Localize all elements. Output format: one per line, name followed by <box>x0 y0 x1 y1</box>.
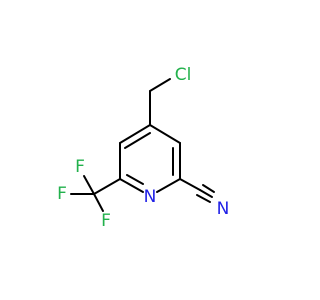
bond-cf3-fbottom <box>93 193 104 212</box>
nitrile-triple-2 <box>202 184 215 193</box>
bond-c6-cf3 <box>93 178 121 195</box>
bond-c4-c5-inner <box>124 132 151 149</box>
bond-ch2-cl <box>149 78 171 92</box>
fluorine-top-label: F <box>75 157 85 177</box>
bond-c2-n <box>156 178 181 193</box>
nitrile-triple-1 <box>199 189 213 198</box>
bond-c6-n <box>119 178 144 193</box>
chlorine-atom-label: Cl <box>175 65 192 85</box>
structure-diagram: Cl N N F F F <box>57 65 230 231</box>
nitrile-nitrogen-label: N <box>217 199 230 219</box>
bond-cf3-ftop <box>83 175 95 195</box>
bond-c4-c3 <box>149 124 181 144</box>
fluorine-bottom-label: F <box>101 211 111 231</box>
ring-nitrogen-label: N <box>144 187 157 207</box>
bond-c6-n-inner <box>126 174 144 185</box>
nitrile-triple-3 <box>196 194 211 203</box>
bond-c4-c5 <box>119 124 151 144</box>
fluorine-left-label: F <box>57 184 67 204</box>
bond-c2-cn <box>179 178 201 191</box>
pyridine-ring <box>119 124 181 193</box>
